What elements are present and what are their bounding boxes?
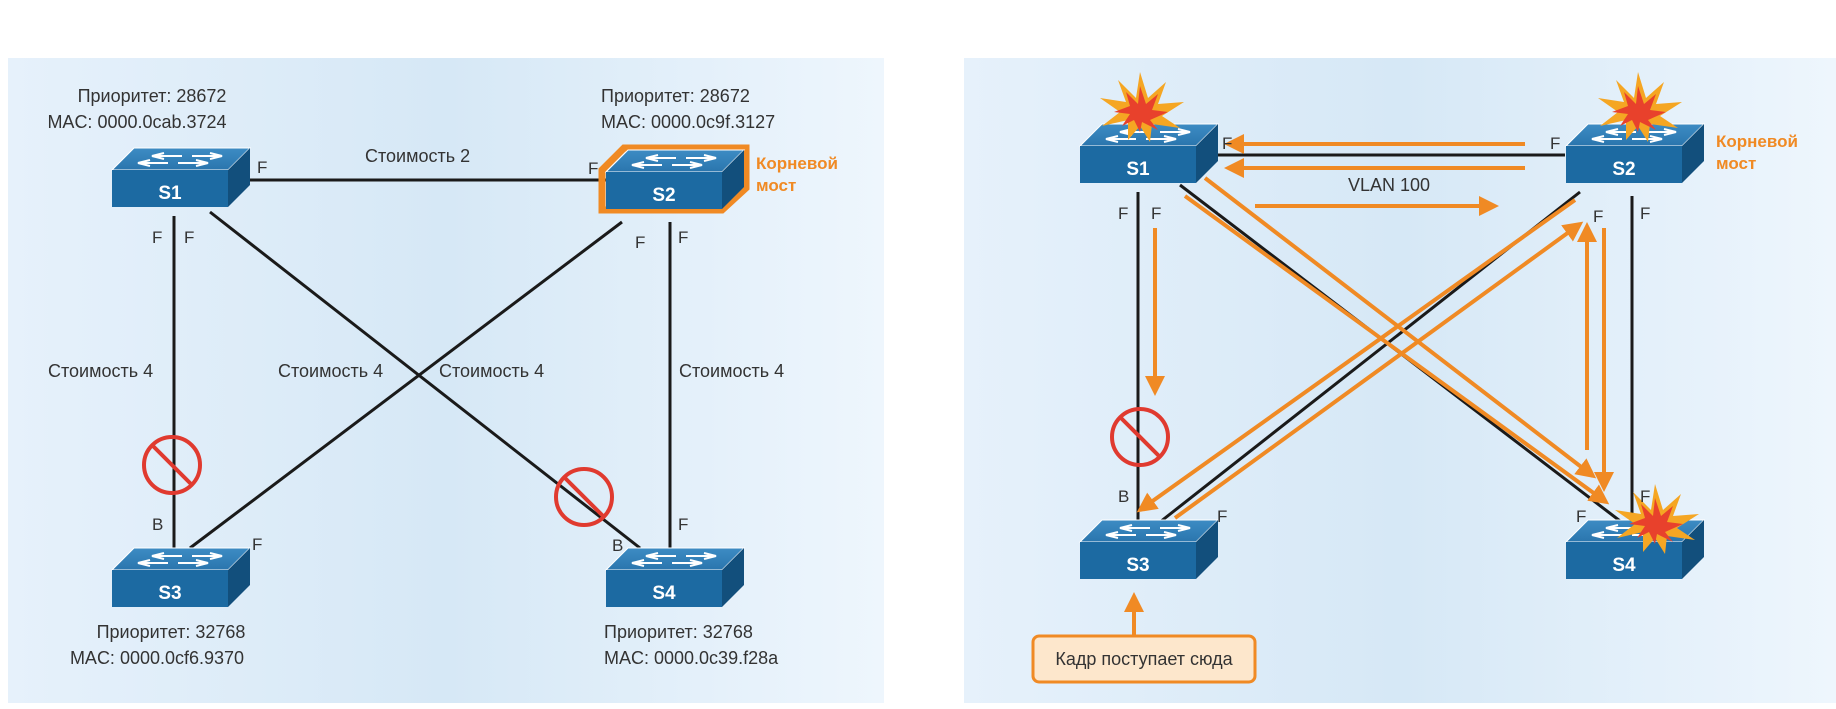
root-bridge-outline	[598, 144, 750, 214]
cost-s2-s3: Стоимость 4	[278, 361, 383, 381]
arrow	[1203, 176, 1597, 479]
right-panel: S1 S2 S3 S4 Корневой мост VLAN 100 F F F…	[964, 58, 1836, 703]
s4-priority: Приоритет: 32768	[604, 622, 753, 642]
switch-s2-label: S2	[1612, 159, 1635, 180]
port-label: F	[1217, 507, 1227, 526]
port-label: B	[1118, 487, 1129, 506]
port-label: F	[1550, 134, 1560, 153]
switch-s1[interactable]: S1	[1079, 123, 1219, 184]
arrow	[1173, 221, 1584, 520]
port-label: B	[612, 536, 623, 555]
root-bridge-label-line1: Корневой	[1716, 132, 1798, 151]
s3-mac: MAC: 0000.0cf6.9370	[70, 648, 244, 668]
left-links	[172, 178, 672, 550]
switch-s2[interactable]: S2	[1565, 123, 1705, 184]
port-label: B	[152, 515, 163, 534]
s2-priority: Приоритет: 28672	[601, 86, 750, 106]
switch-s1-label: S1	[1126, 159, 1150, 180]
switch-s1-label: S1	[158, 183, 182, 204]
left-port-labels: F F F F F F B F B F	[152, 158, 688, 555]
arrow	[1183, 194, 1610, 505]
link-s1-s4	[209, 210, 641, 550]
port-label: F	[1593, 207, 1603, 226]
cost-s2-s4: Стоимость 4	[679, 361, 784, 381]
switch-s4[interactable]: S4	[605, 547, 745, 608]
cost-s1-s3: Стоимость 4	[48, 361, 153, 381]
switch-s4-label: S4	[1612, 555, 1636, 576]
port-label: F	[184, 228, 194, 247]
root-bridge-label-line2: мост	[1716, 154, 1756, 173]
arrow	[1136, 198, 1577, 513]
cost-s1-s4: Стоимость 4	[439, 361, 544, 381]
frame-callout-text: Кадр поступает сюда	[1055, 649, 1233, 669]
vlan-label: VLAN 100	[1348, 175, 1430, 195]
right-port-labels: F F F F F F B F F F	[1118, 134, 1650, 526]
port-label: F	[588, 159, 598, 178]
port-label: F	[1222, 134, 1232, 153]
s4-mac: MAC: 0000.0c39.f28a	[604, 648, 779, 668]
switch-s2-label: S2	[652, 185, 675, 206]
switch-s1[interactable]: S1	[111, 147, 251, 208]
left-panel: S1 S2 S3 S4 Приоритет: 28672 MAC: 0000.0…	[8, 58, 884, 703]
port-label: F	[152, 228, 162, 247]
port-label: F	[257, 158, 267, 177]
port-label: F	[1118, 204, 1128, 223]
root-bridge-label-line1: Корневой	[756, 154, 838, 173]
port-label: F	[678, 515, 688, 534]
port-label: F	[1640, 204, 1650, 223]
s1-mac: MAC: 0000.0cab.3724	[47, 112, 226, 132]
port-label: F	[1640, 487, 1650, 506]
switch-s4-label: S4	[652, 583, 676, 604]
switch-s2[interactable]: S2	[605, 149, 745, 210]
port-label: F	[1151, 204, 1161, 223]
switch-s3[interactable]: S3	[1079, 519, 1219, 580]
port-label: F	[635, 233, 645, 252]
root-bridge-label-line2: мост	[756, 176, 796, 195]
switch-s3[interactable]: S3	[111, 547, 251, 608]
cost-s1-s2: Стоимость 2	[365, 146, 470, 166]
port-label: F	[252, 535, 262, 554]
s3-priority: Приоритет: 32768	[97, 622, 246, 642]
s2-mac: MAC: 0000.0c9f.3127	[601, 112, 775, 132]
port-label: F	[678, 228, 688, 247]
flood-arrows	[1136, 134, 1614, 520]
s1-priority: Приоритет: 28672	[78, 86, 227, 106]
link-s2-s3	[189, 220, 623, 550]
port-label: F	[1576, 507, 1586, 526]
switch-s3-label: S3	[1126, 555, 1149, 576]
switch-s3-label: S3	[158, 583, 181, 604]
frame-callout-box	[1031, 634, 1257, 684]
switch-s4[interactable]: S4	[1565, 519, 1705, 580]
